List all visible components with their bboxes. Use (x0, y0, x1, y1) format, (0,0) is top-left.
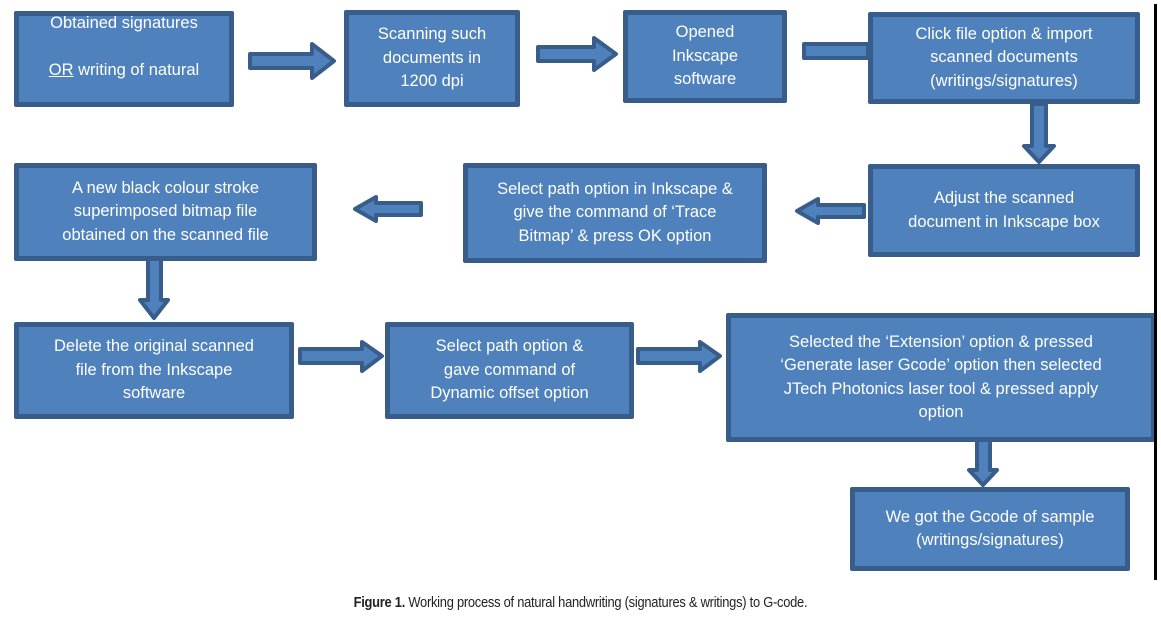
step-import-text: Click file option & import scanned docum… (915, 24, 1093, 90)
step-scan-documents: Scanning such documents in 1200 dpi (344, 10, 520, 107)
arrow-open-inkscape-to-import (802, 42, 870, 60)
right-border-line (1154, 4, 1157, 580)
step-delete-original: Delete the original scanned file from th… (14, 322, 294, 419)
arrow-scan-to-open-inkscape (536, 36, 618, 72)
step-obtain-line1: Obtained signatures (50, 14, 198, 32)
step-obtain-line2: writing of natural (73, 61, 200, 79)
arrow-import-to-adjust (1022, 102, 1056, 164)
step-result-gcode: We got the Gcode of sample (writings/sig… (850, 487, 1130, 571)
arrow-obtain-to-scan (248, 42, 336, 80)
arrow-delete-to-dynamic-offset (298, 340, 384, 373)
step-laser-gcode-text: Selected the ‘Extension’ option & presse… (780, 332, 1102, 422)
step-obtain-or: OR (48, 61, 74, 79)
figure-caption-label: Figure 1. (353, 594, 406, 611)
figure-caption: Figure 1. Working process of natural han… (81, 594, 1079, 611)
figure-caption-text: Working process of natural handwriting (… (405, 594, 808, 611)
step-new-bitmap: A new black colour stroke superimposed b… (14, 163, 317, 261)
step-laser-gcode: Selected the ‘Extension’ option & presse… (726, 313, 1156, 442)
step-import-documents: Click file option & import scanned docum… (868, 12, 1140, 104)
arrow-trace-to-new-bitmap (353, 195, 423, 223)
step-adjust-text: Adjust the scanned document in Inkscape … (908, 189, 1100, 231)
step-obtain-line3: handwritten samples (48, 108, 200, 126)
step-dynamic-offset-text: Select path option & gave command of Dyn… (430, 337, 589, 403)
step-trace-bitmap: Select path option in Inkscape & give th… (463, 163, 767, 263)
step-obtain-samples: Obtained signatures OR writing of natura… (14, 11, 234, 126)
step-trace-bitmap-text: Select path option in Inkscape & give th… (497, 179, 733, 245)
arrow-laser-gcode-to-result (967, 435, 999, 487)
step-dynamic-offset: Select path option & gave command of Dyn… (385, 322, 634, 419)
step-new-bitmap-text: A new black colour stroke superimposed b… (62, 178, 269, 244)
step-scan-text: Scanning such documents in 1200 dpi (377, 25, 487, 91)
arrow-new-bitmap-to-delete-original (138, 257, 170, 320)
step-adjust-document: Adjust the scanned document in Inkscape … (868, 164, 1140, 257)
step-open-inkscape: Opened Inkscape software (623, 10, 787, 103)
step-open-inkscape-text: Opened Inkscape software (671, 23, 739, 89)
step-result-text: We got the Gcode of sample (writings/sig… (885, 507, 1095, 550)
arrow-dynamic-to-laser-gcode (636, 340, 722, 373)
step-delete-original-text: Delete the original scanned file from th… (54, 337, 254, 403)
arrow-adjust-to-trace-bitmap (795, 197, 866, 225)
